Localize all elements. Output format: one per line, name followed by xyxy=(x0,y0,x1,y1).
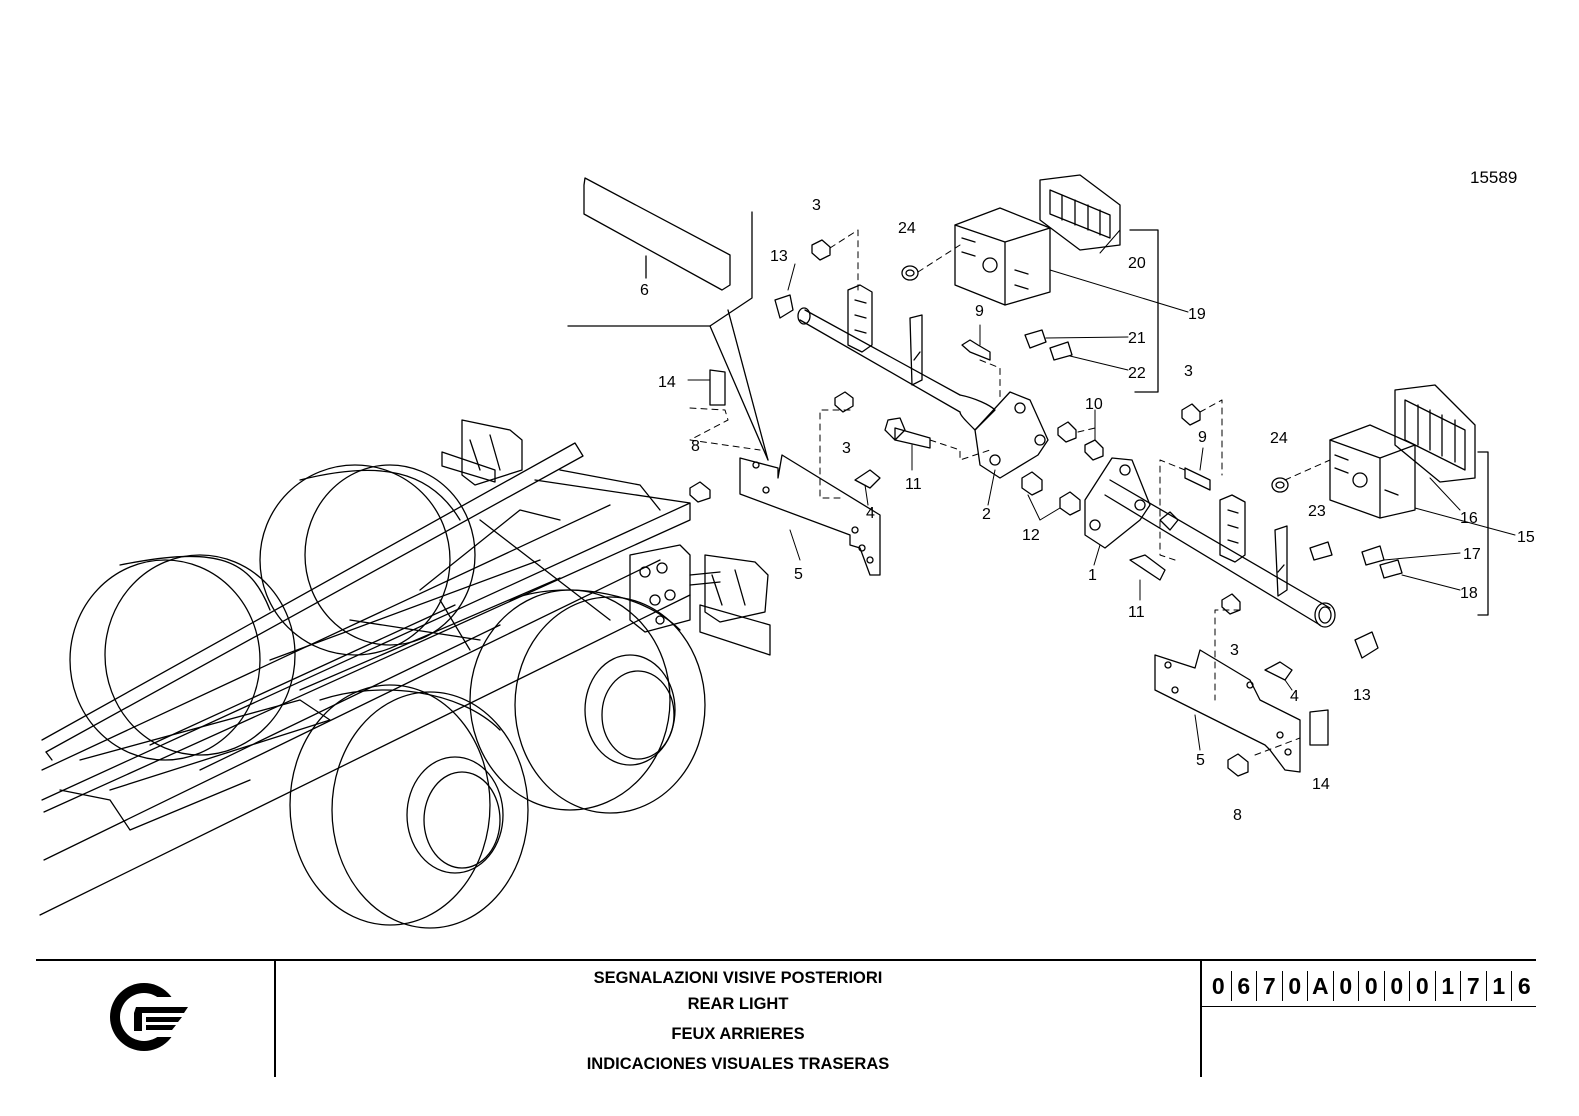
title-block-divider-right xyxy=(1200,959,1202,1077)
code-digit: 6 xyxy=(1232,971,1257,1001)
code-underline xyxy=(1202,1006,1536,1007)
callout-5: 5 xyxy=(794,566,803,583)
callout-19: 19 xyxy=(1188,306,1206,323)
code-digit: 0 xyxy=(1359,971,1385,1001)
callout-12: 12 xyxy=(1022,527,1040,544)
company-logo-icon xyxy=(110,983,190,1051)
title-french: FEUX ARRIERES xyxy=(671,1025,805,1043)
drawing-reference-number: 15589 xyxy=(1470,168,1518,187)
part-20-lens xyxy=(1039,174,1121,251)
callout-3: 3 xyxy=(842,440,851,457)
exploded-parts-drawing: 3 24 13 6 20 19 9 21 22 14 3 10 3 9 24 8… xyxy=(39,174,1535,929)
callout-16: 16 xyxy=(1460,510,1478,527)
bulbs xyxy=(1024,329,1403,579)
part-5-right-plate xyxy=(1154,649,1301,773)
part-15-lamp-body xyxy=(1329,424,1416,519)
part-5-left-plate xyxy=(739,454,881,576)
rear-wheel-back xyxy=(69,464,476,761)
left-beam-assembly xyxy=(797,284,1049,479)
title-block: SEGNALAZIONI VISIVE POSTERIORI REAR LIGH… xyxy=(36,959,1536,1077)
code-digit: 0 xyxy=(1283,971,1308,1001)
title-italian: SEGNALAZIONI VISIVE POSTERIORI xyxy=(593,969,883,987)
callout-1: 1 xyxy=(1088,567,1097,584)
title-spanish: INDICACIONES VISUALES TRASERAS xyxy=(586,1055,890,1073)
code-digit: 1 xyxy=(1487,971,1512,1001)
callout-24: 24 xyxy=(1270,430,1288,447)
title-block-divider-left xyxy=(274,959,276,1077)
callout-8: 8 xyxy=(691,438,700,455)
callout-9: 9 xyxy=(975,303,984,320)
code-digit: 0 xyxy=(1334,971,1359,1001)
callout-11: 11 xyxy=(905,476,922,493)
callout-23: 23 xyxy=(1308,503,1326,520)
code-digit: 7 xyxy=(1461,971,1487,1001)
callout-6: 6 xyxy=(640,282,649,299)
callout-9: 9 xyxy=(1198,429,1207,446)
chassis-light-left xyxy=(441,419,523,486)
code-digit: 0 xyxy=(1206,971,1232,1001)
dashed-lines xyxy=(689,229,1331,756)
right-beam-assembly xyxy=(1084,457,1336,628)
rear-wheel-front xyxy=(289,589,706,929)
code-digit: 0 xyxy=(1385,971,1410,1001)
callout-8: 8 xyxy=(1233,807,1242,824)
callout-4: 4 xyxy=(1290,688,1299,705)
callout-3: 3 xyxy=(1184,363,1193,380)
callout-14: 14 xyxy=(658,374,676,391)
part-16-lens xyxy=(1394,384,1476,483)
title-block-top-rule xyxy=(36,959,1536,961)
code-digit: 6 xyxy=(1517,973,1531,999)
code-digit: 0 xyxy=(1410,971,1436,1001)
leader-lines xyxy=(645,229,1516,751)
callout-22: 22 xyxy=(1128,365,1146,382)
part-19-lamp-body xyxy=(954,207,1051,306)
part-6-plate xyxy=(583,177,731,291)
callout-14: 14 xyxy=(1312,776,1330,793)
callout-17: 17 xyxy=(1463,546,1481,563)
callout-20: 20 xyxy=(1128,255,1146,272)
callout-5: 5 xyxy=(1196,752,1205,769)
code-digit: 7 xyxy=(1257,971,1283,1001)
callout-2: 2 xyxy=(982,506,991,523)
chassis-light-right xyxy=(629,544,771,656)
drawing-titles: SEGNALAZIONI VISIVE POSTERIORI REAR LIGH… xyxy=(276,965,1200,1077)
title-english: REAR LIGHT xyxy=(687,995,789,1013)
callout-15: 15 xyxy=(1517,529,1535,546)
callout-3: 3 xyxy=(1230,642,1239,659)
callout-18: 18 xyxy=(1460,585,1478,602)
callout-13: 13 xyxy=(770,248,788,265)
callout-4: 4 xyxy=(866,505,875,522)
code-digit: 1 xyxy=(1436,971,1461,1001)
callout-labels: 3 24 13 6 20 19 9 21 22 14 3 10 3 9 24 8… xyxy=(640,197,1535,824)
code-digit: A xyxy=(1308,971,1334,1001)
callout-10: 10 xyxy=(1085,396,1103,413)
callout-24: 24 xyxy=(898,220,916,237)
callout-13: 13 xyxy=(1353,687,1371,704)
callout-3: 3 xyxy=(812,197,821,214)
callout-11: 11 xyxy=(1128,604,1145,621)
callout-21: 21 xyxy=(1128,330,1146,347)
drawing-code: 0 6 7 0 A 0 0 0 0 1 7 1 6 xyxy=(1206,971,1537,1001)
